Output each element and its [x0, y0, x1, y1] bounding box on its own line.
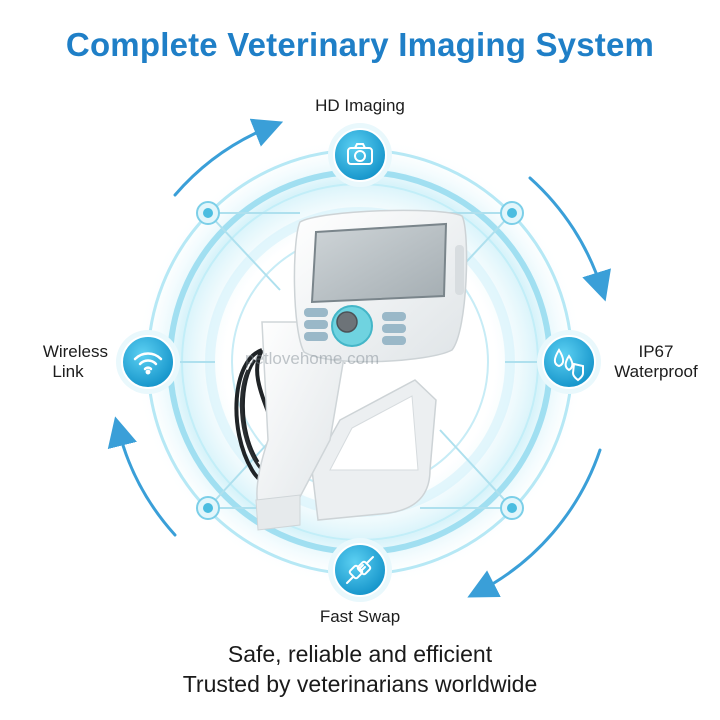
feature-label-wireless: Wireless Link — [20, 342, 108, 382]
arrow-top-left — [173, 118, 284, 197]
camera-icon — [347, 143, 373, 165]
tagline-line2: Trusted by veterinarians worldwide — [182, 671, 538, 697]
endoscope-device — [234, 209, 468, 531]
feature-label-waterproof: IP67 Waterproof — [604, 342, 708, 382]
badge-wireless — [116, 330, 180, 394]
plug-swap-icon — [346, 556, 374, 584]
watermark: petlovehome.com — [245, 349, 380, 368]
cycle-arrows — [107, 118, 611, 598]
feature-label-wireless-line2: Link — [52, 362, 84, 381]
badge-hd-imaging — [328, 123, 392, 187]
badge-fast-swap — [328, 538, 392, 602]
node-top-right — [500, 201, 524, 225]
arrow-top-right — [528, 176, 611, 302]
control-panel — [304, 305, 406, 347]
feature-label-waterproof-line1: IP67 — [638, 342, 674, 361]
badge-waterproof — [537, 330, 601, 394]
feature-label-wireless-line1: Wireless — [42, 342, 108, 361]
side-port — [455, 245, 464, 295]
node-bottom-left — [196, 496, 220, 520]
device-screen — [310, 222, 448, 304]
feature-label-waterproof-line2: Waterproof — [614, 362, 698, 381]
page-title: Complete Veterinary Imaging System — [65, 26, 655, 63]
joystick-knob — [336, 311, 358, 333]
connector-nodes — [196, 201, 524, 520]
feature-label-hd-imaging: HD Imaging — [315, 96, 405, 115]
arrow-bottom-right — [467, 448, 602, 598]
water-drops-shield-icon — [553, 348, 584, 382]
node-top-left — [196, 201, 220, 225]
feature-label-fast-swap: Fast Swap — [319, 607, 401, 626]
wifi-icon — [133, 352, 163, 375]
tagline-line1: Safe, reliable and efficient — [227, 641, 493, 667]
node-bottom-right — [500, 496, 524, 520]
arrow-bottom-left — [107, 416, 177, 537]
